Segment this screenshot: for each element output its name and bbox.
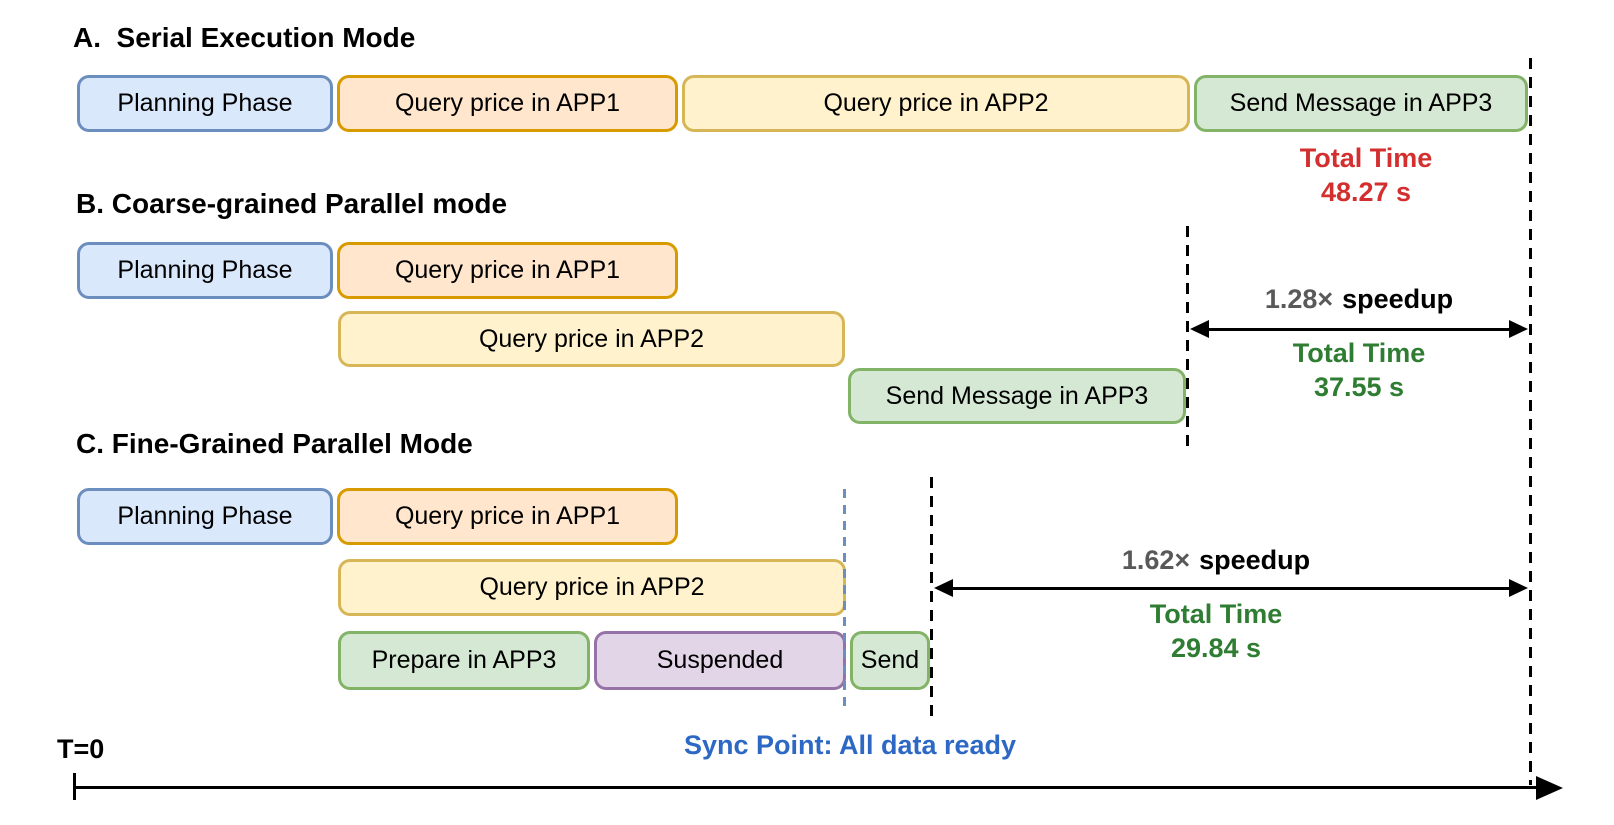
bar-c-query-app1: Query price in APP1 bbox=[337, 488, 678, 545]
total-time-label-c: Total Time bbox=[1149, 599, 1283, 629]
section-c-total-time: Total Time 29.84 s bbox=[1046, 597, 1386, 665]
section-a-total-time: Total Time 48.27 s bbox=[1206, 141, 1526, 209]
bar-a-query-app2: Query price in APP2 bbox=[682, 75, 1190, 132]
bar-a-send-app3: Send Message in APP3 bbox=[1194, 75, 1528, 132]
section-a-title: A. Serial Execution Mode bbox=[73, 22, 416, 53]
speedup-factor-c: 1.62× bbox=[1121, 545, 1191, 575]
bar-c-prepare-app3: Prepare in APP3 bbox=[338, 631, 590, 690]
section-b-end-dashed-line bbox=[1186, 226, 1189, 454]
section-b-total-time: Total Time 37.55 s bbox=[1190, 336, 1528, 404]
sync-point-dashed-line bbox=[843, 489, 846, 713]
time-origin-label: T=0 bbox=[57, 734, 105, 764]
speedup-word-c: speedup bbox=[1199, 545, 1311, 575]
arrowhead-right-b bbox=[1509, 320, 1528, 338]
axis-line bbox=[74, 786, 1542, 789]
axis-arrowhead bbox=[1536, 776, 1563, 800]
speedup-factor-b: 1.28× bbox=[1264, 284, 1334, 314]
final-time-dashed-line bbox=[1529, 58, 1532, 785]
arrowhead-left-b bbox=[1190, 320, 1209, 338]
arrow-line-b bbox=[1204, 328, 1514, 331]
bar-a-query-app1: Query price in APP1 bbox=[337, 75, 678, 132]
arrow-line-c bbox=[948, 587, 1514, 590]
bar-c-suspended: Suspended bbox=[594, 631, 846, 690]
total-time-value-b: 37.55 s bbox=[1313, 372, 1405, 402]
section-c-speedup-label: 1.62× speedup bbox=[1046, 545, 1386, 576]
bar-b-planning-phase: Planning Phase bbox=[77, 242, 333, 299]
arrowhead-left-c bbox=[934, 579, 953, 597]
section-b-title: B. Coarse-grained Parallel mode bbox=[76, 188, 508, 219]
arrowhead-right-c bbox=[1509, 579, 1528, 597]
bar-c-send: Send bbox=[850, 631, 930, 690]
bar-c-query-app2: Query price in APP2 bbox=[338, 559, 846, 616]
bar-a-planning-phase: Planning Phase bbox=[77, 75, 333, 132]
total-time-label-a: Total Time bbox=[1299, 143, 1433, 173]
bar-b-query-app1: Query price in APP1 bbox=[337, 242, 678, 299]
bar-b-send-app3: Send Message in APP3 bbox=[848, 368, 1186, 424]
section-c-title: C. Fine-Grained Parallel Mode bbox=[76, 428, 473, 459]
bar-c-planning-phase: Planning Phase bbox=[77, 488, 333, 545]
total-time-value-a: 48.27 s bbox=[1320, 177, 1412, 207]
total-time-value-c: 29.84 s bbox=[1170, 633, 1262, 663]
bar-b-query-app2: Query price in APP2 bbox=[338, 311, 845, 367]
total-time-label-b: Total Time bbox=[1292, 338, 1426, 368]
sync-point-label: Sync Point: All data ready bbox=[620, 728, 1080, 762]
sync-point-text: Sync Point: All data ready bbox=[683, 730, 1017, 760]
section-c-end-dashed-line bbox=[930, 477, 933, 717]
speedup-word-b: speedup bbox=[1342, 284, 1454, 314]
section-b-speedup-label: 1.28× speedup bbox=[1190, 284, 1528, 315]
